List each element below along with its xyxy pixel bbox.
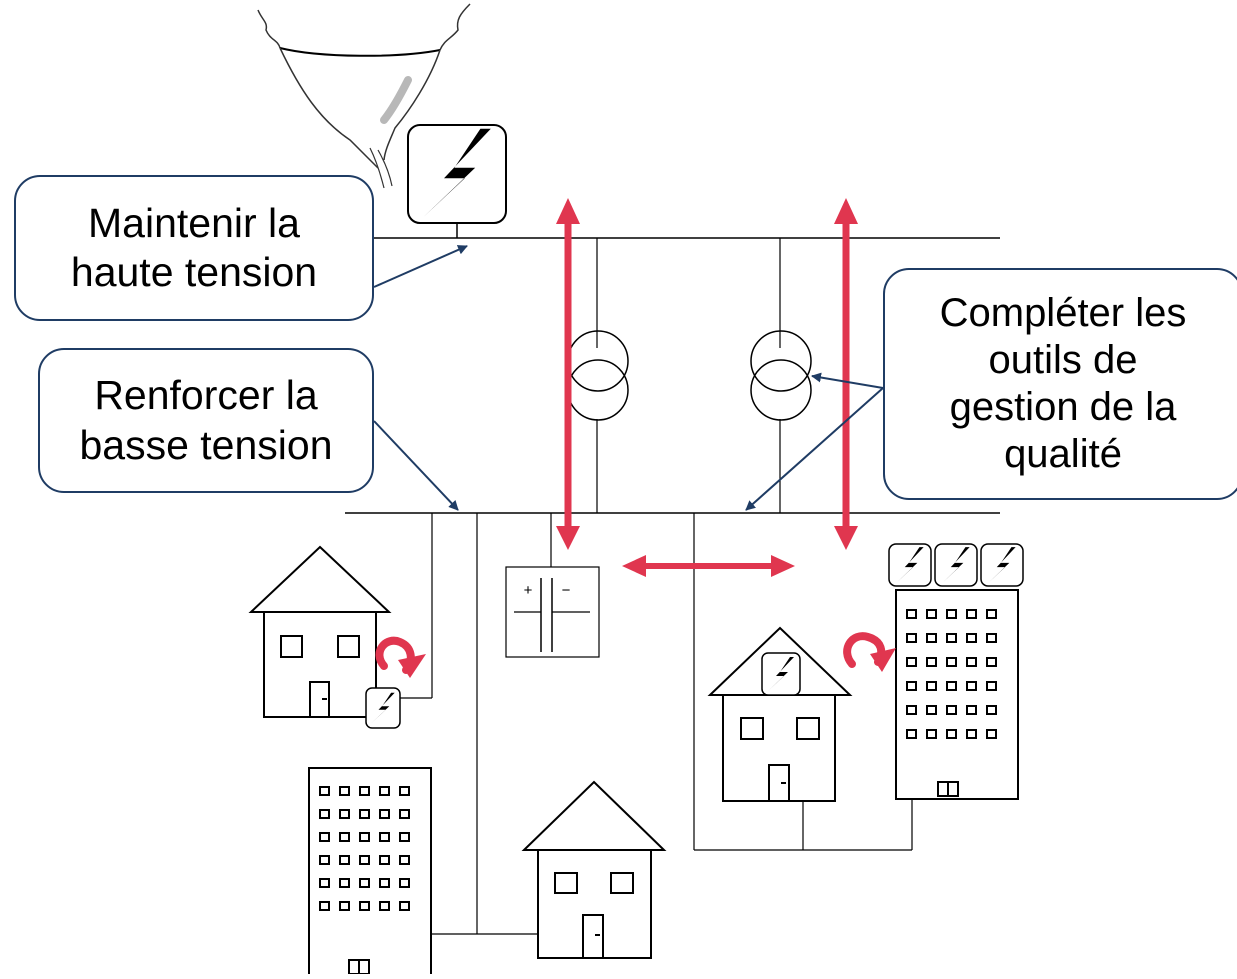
building-window <box>359 878 370 888</box>
building-window <box>379 878 390 888</box>
building-window <box>399 832 410 842</box>
building-window <box>946 657 957 667</box>
building-window <box>926 681 937 691</box>
building-window <box>926 657 937 667</box>
building-window <box>906 729 917 739</box>
solar-panel-icon <box>888 543 932 587</box>
solar-panel-icon <box>365 687 401 729</box>
building-window <box>906 681 917 691</box>
building-window <box>926 729 937 739</box>
building-window <box>319 855 330 865</box>
callout-leader-arrow <box>811 372 884 389</box>
building-window <box>339 855 350 865</box>
building-window <box>986 633 997 643</box>
building-window <box>926 609 937 619</box>
building-icon <box>895 589 1019 800</box>
building-window <box>379 809 390 819</box>
battery-minus-sign: − <box>562 582 571 599</box>
callout-text-line: Renforcer la <box>94 372 318 419</box>
building-window <box>926 705 937 715</box>
building-window <box>906 609 917 619</box>
building-window <box>906 705 917 715</box>
house-icon <box>521 780 667 959</box>
building-window <box>319 809 330 819</box>
callout-reinforce-low-voltage: Renforcer la basse tension <box>38 348 374 493</box>
building-window <box>379 832 390 842</box>
callout-leader-arrow <box>745 387 884 511</box>
callout-quality-management-tools: Compléter les outils de gestion de la qu… <box>883 268 1237 500</box>
building-window <box>986 681 997 691</box>
building-window <box>319 786 330 796</box>
building-window <box>399 855 410 865</box>
building-window <box>966 633 977 643</box>
callout-text-line: Compléter les <box>939 291 1187 336</box>
building-window <box>319 878 330 888</box>
building-window <box>399 901 410 911</box>
house-icon <box>248 545 392 718</box>
building-window <box>339 878 350 888</box>
building-window <box>339 809 350 819</box>
building-window <box>359 809 370 819</box>
callout-leader-arrow <box>373 420 459 511</box>
solar-panel-icon <box>980 543 1024 587</box>
building-window <box>986 705 997 715</box>
transformer-icon <box>750 330 812 421</box>
callout-text-line: basse tension <box>79 421 333 468</box>
building-window <box>966 705 977 715</box>
building-window <box>906 633 917 643</box>
transformer-icon <box>567 330 629 421</box>
wind-turbine-icon <box>257 3 471 189</box>
building-window <box>946 705 957 715</box>
callout-text-line: qualité <box>1004 431 1122 476</box>
callout-maintain-high-voltage: Maintenir la haute tension <box>14 175 374 321</box>
building-window <box>379 786 390 796</box>
building-window <box>379 901 390 911</box>
building-window <box>359 786 370 796</box>
building-window <box>339 786 350 796</box>
building-window <box>966 681 977 691</box>
battery-icon: + − <box>505 566 600 658</box>
building-window <box>946 633 957 643</box>
solar-panel-icon <box>761 652 801 696</box>
building-window <box>319 901 330 911</box>
power-flow-arrow <box>834 198 858 550</box>
building-window <box>319 832 330 842</box>
building-window <box>379 855 390 865</box>
callout-leader-arrow <box>373 245 468 288</box>
building-window <box>359 855 370 865</box>
building-window <box>986 657 997 667</box>
callout-text-line: gestion de la <box>949 385 1177 429</box>
solar-panel-icon <box>407 124 507 238</box>
building-window <box>399 786 410 796</box>
callout-text-line: haute tension <box>70 249 318 295</box>
building-window <box>926 633 937 643</box>
building-window <box>986 609 997 619</box>
building-window <box>986 729 997 739</box>
solar-panel-icon <box>934 543 978 587</box>
battery-plus-sign: + <box>524 582 533 599</box>
callout-text-line: Maintenir la <box>88 199 300 246</box>
self-consumption-icon <box>375 636 426 678</box>
building-window <box>946 729 957 739</box>
building-window <box>906 657 917 667</box>
callout-text-line: outils de <box>988 338 1138 383</box>
building-window <box>339 832 350 842</box>
building-icon <box>308 767 432 979</box>
building-window <box>399 809 410 819</box>
building-window <box>399 878 410 888</box>
building-window <box>946 609 957 619</box>
building-window <box>946 681 957 691</box>
self-consumption-icon <box>843 632 896 672</box>
building-window <box>966 729 977 739</box>
power-flow-arrow <box>556 198 580 550</box>
building-window <box>359 832 370 842</box>
building-window <box>966 609 977 619</box>
building-window <box>966 657 977 667</box>
building-window <box>359 901 370 911</box>
building-window <box>339 901 350 911</box>
power-flow-arrow <box>622 555 795 577</box>
